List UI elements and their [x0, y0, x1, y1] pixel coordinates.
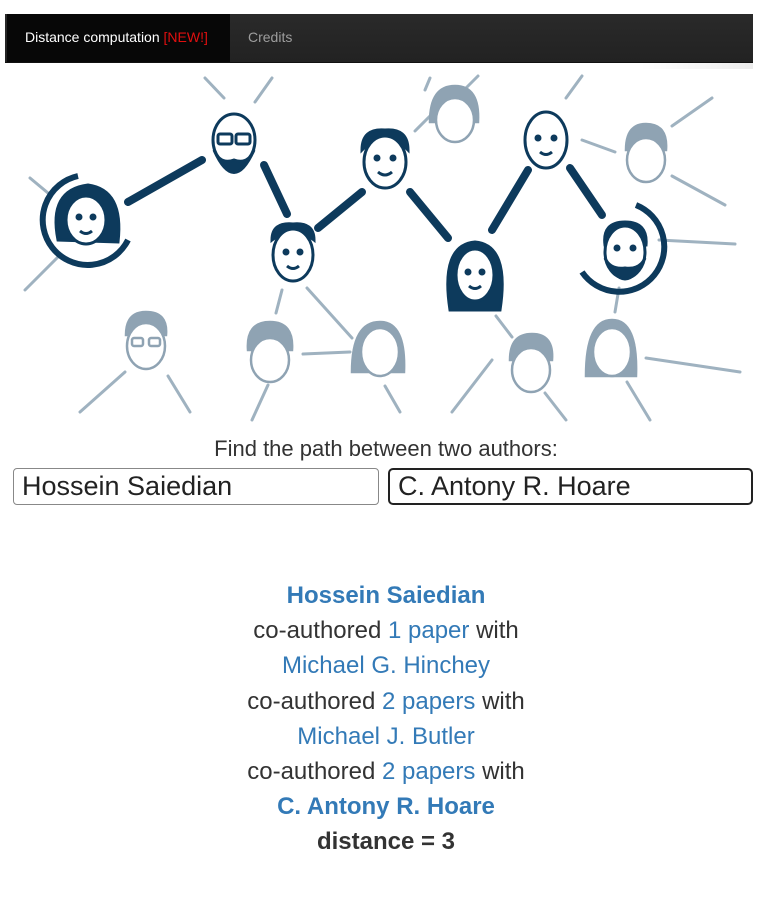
path-result: Hossein Saiedian co-authored 1 paper wit…: [0, 578, 772, 860]
face-light-glasses: [124, 310, 168, 371]
face-bearded-glasses: [211, 112, 257, 174]
papers-link[interactable]: 2 papers: [382, 758, 476, 786]
step-line: co-authored 1 paper with: [253, 617, 519, 645]
step-line: co-authored 2 papers with: [247, 758, 525, 786]
face-center-man: [360, 128, 410, 190]
face-man-middle-left: [270, 222, 316, 283]
top-navbar: Distance computation [NEW!] Credits: [5, 14, 753, 63]
face-bald-man: [523, 110, 569, 170]
nav-tab-distance-computation[interactable]: Distance computation [NEW!]: [7, 14, 230, 62]
papers-link[interactable]: 1 paper: [388, 617, 470, 645]
new-badge: [NEW!]: [163, 29, 208, 45]
face-start-author: [54, 183, 121, 246]
step-line: co-authored 2 papers with: [247, 687, 525, 715]
face-light-bottom-left: [246, 320, 294, 384]
nav-tab-credits[interactable]: Credits: [248, 29, 293, 45]
author-a-input[interactable]: [13, 468, 379, 505]
face-light-top-woman: [428, 84, 480, 144]
face-light-bottom-center-left: [350, 320, 406, 378]
nav-tab-label: Distance computation: [25, 29, 160, 45]
face-woman-center: [446, 240, 504, 312]
search-prompt: Find the path between two authors:: [214, 436, 558, 461]
face-light-bottom-center-right: [508, 332, 554, 394]
start-author-ring: [39, 173, 131, 268]
end-author-ring: [579, 202, 668, 295]
light-connections: [23, 74, 742, 422]
coauthor-network-illustration: [23, 74, 742, 422]
author-link-hinchey[interactable]: Michael G. Hinchey: [281, 652, 491, 680]
dark-path-connections: [124, 156, 606, 242]
navbar-shadow: [640, 63, 753, 69]
author-link-butler[interactable]: Michael J. Butler: [297, 722, 475, 750]
face-light-top-right: [624, 122, 668, 184]
face-light-bottom-right: [584, 318, 638, 378]
face-end-author: [603, 220, 648, 281]
author-link-start[interactable]: Hossein Saiedian: [286, 582, 486, 609]
author-b-input[interactable]: [388, 468, 753, 505]
papers-link[interactable]: 2 papers: [382, 687, 476, 715]
distance-label: distance = 3: [316, 828, 456, 856]
light-faces: [124, 84, 668, 394]
author-link-end[interactable]: C. Antony R. Hoare: [277, 793, 495, 821]
dark-faces: [54, 110, 648, 312]
